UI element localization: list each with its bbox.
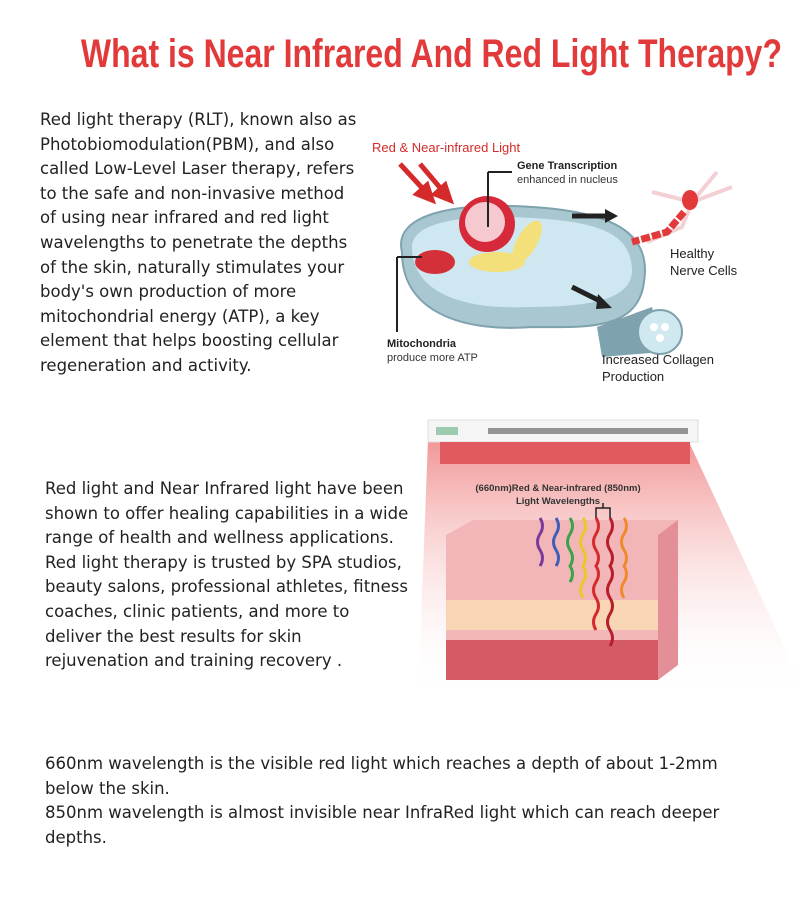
light-arrows-icon [398, 162, 455, 205]
mitochondria-icon [415, 250, 455, 274]
intro-paragraph: Red light therapy (RLT), known also as P… [40, 110, 357, 375]
nerve-cell-icon [631, 170, 733, 246]
wavelength-waves-icon [536, 503, 628, 647]
benefits-paragraph: Red light and Near Infrared light have b… [45, 479, 409, 671]
gene-title: Gene Transcription [517, 160, 618, 172]
light-label: Red & Near-infrared Light [372, 140, 521, 155]
mito-subtitle: produce more ATP [387, 352, 478, 364]
arrow-right-icon [572, 209, 618, 223]
arrow-down-right-icon [570, 284, 612, 309]
collagen-icon [597, 307, 683, 357]
mito-title: Mitochondria [387, 338, 457, 350]
wavelength-label-2: Light Wavelengths [516, 496, 600, 507]
wavelength-label-1: (660nm)Red & Near-infrared (850nm) [475, 483, 640, 494]
collagen-label-1: Increased Collagen [602, 352, 714, 367]
page-title: What is Near Infrared And Red Light Ther… [80, 32, 783, 76]
wavelength-paragraph: 660nm wavelength is the visible red ligh… [45, 752, 765, 850]
660nm-text: 660nm wavelength is the visible red ligh… [45, 754, 718, 798]
850nm-text: 850nm wavelength is almost invisible nea… [45, 803, 720, 847]
skin-penetration-diagram: (660nm)Red & Near-infrared (850nm) Light… [418, 419, 809, 700]
cell-diagram: Red & Near-infrared Light Gene Transcrip… [372, 140, 738, 384]
gene-subtitle: enhanced in nucleus [517, 174, 618, 186]
nerve-label-1: Healthy [670, 246, 715, 261]
nerve-label-2: Nerve Cells [670, 263, 738, 278]
collagen-label-2: Production [602, 369, 664, 384]
